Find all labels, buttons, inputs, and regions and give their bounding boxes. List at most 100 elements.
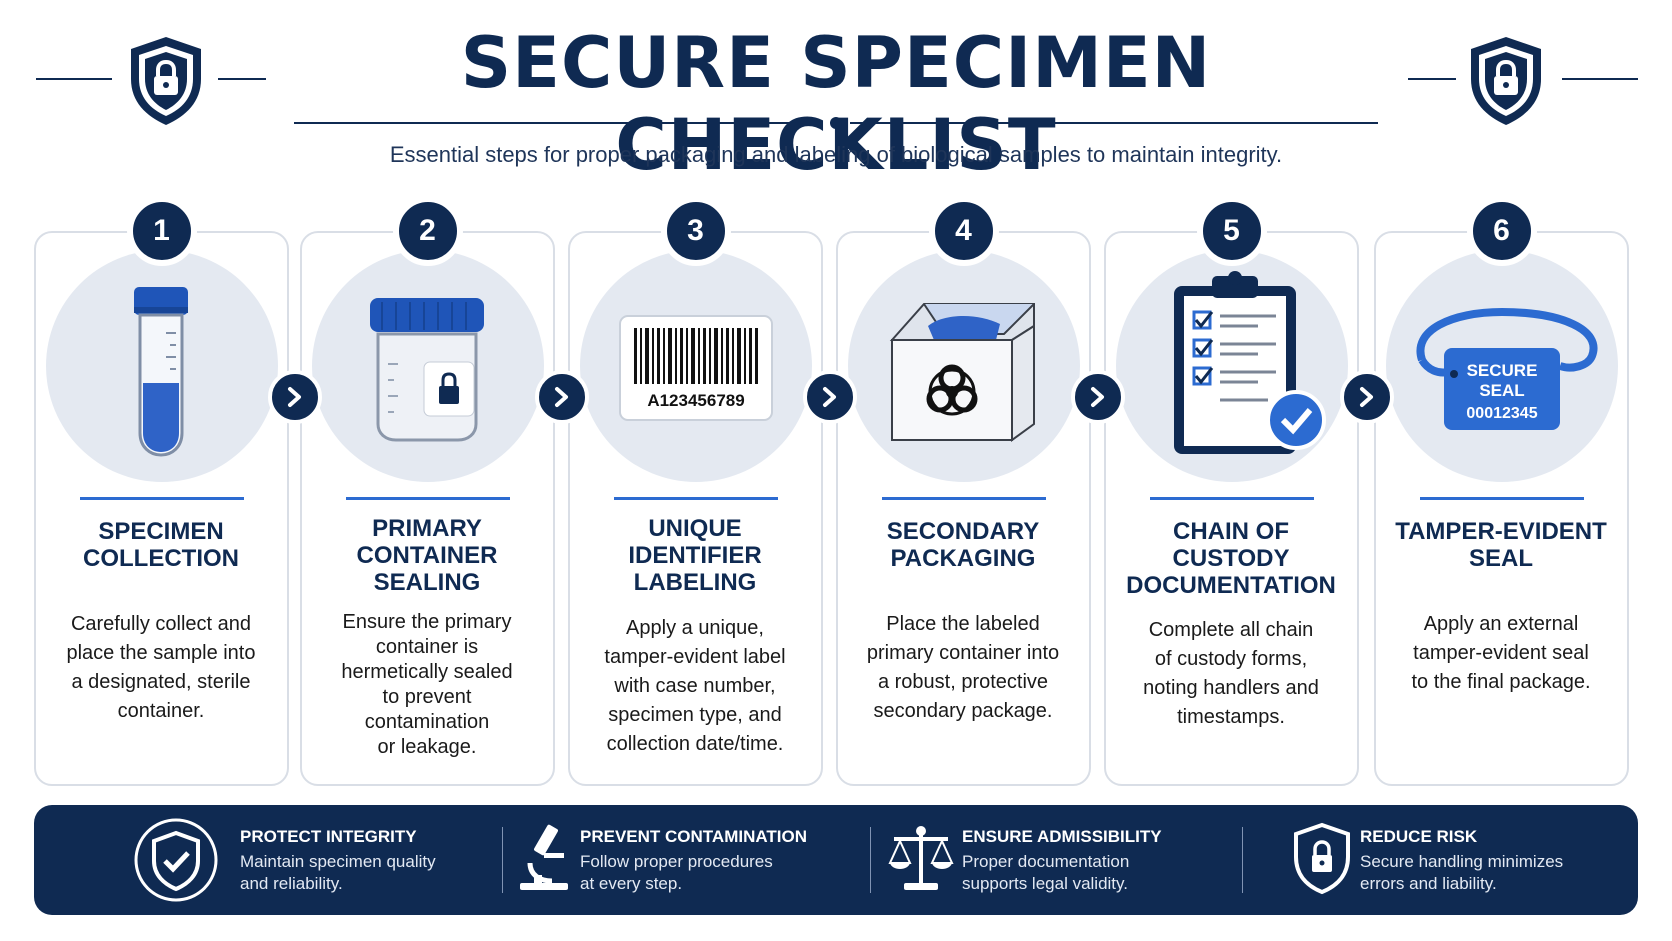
step-divider (881, 497, 1046, 500)
step-divider (345, 497, 510, 500)
banner-separator (502, 827, 503, 893)
page-subtitle: Essential steps for proper packaging and… (389, 142, 1283, 167)
shield-lock-icon (126, 34, 206, 128)
microscope-icon (514, 823, 574, 895)
seal-text-line-2: SEAL (1479, 381, 1524, 400)
benefit-desc-line: Secure handling minimizes (1360, 852, 1564, 871)
step-divider (613, 497, 778, 500)
chevron-right-icon (554, 387, 568, 407)
shield-lock-icon (1292, 821, 1352, 895)
next-step-arrow (534, 370, 589, 424)
step-number-badge: 6 (1466, 196, 1537, 266)
step-title-line: LABELING (633, 569, 757, 596)
benefit-title: REDUCE RISK (1360, 827, 1478, 846)
benefit-desc-line: and reliability. (240, 874, 343, 893)
step-divider (1419, 497, 1584, 500)
step-title-line: SEAL (1468, 545, 1533, 572)
step-title-line: UNIQUE (648, 515, 742, 542)
benefit-desc-line: at every step. (580, 874, 683, 893)
benefit-desc-line: errors and liability. (1360, 874, 1497, 893)
step-divider (79, 497, 244, 500)
clipboard-checklist-icon (1168, 270, 1328, 460)
chevron-right-icon (1090, 387, 1104, 407)
step-description-line: contamination (364, 711, 490, 733)
benefit-desc: Secure handling minimizes errors and lia… (1360, 851, 1620, 895)
step-description-line: with case number, (614, 675, 776, 697)
header-rule-left-outer (36, 78, 112, 80)
step-description-line: place the sample into (66, 642, 256, 664)
step-description-line: noting handlers and (1143, 677, 1319, 699)
next-step-arrow (1070, 370, 1125, 424)
step-description: Complete all chain of custody forms, notin… (1116, 616, 1346, 732)
benefit-desc: Proper documentation supports legal vali… (962, 851, 1222, 895)
benefit-ensure-admissibility: ENSURE ADMISSIBILITY Proper documentatio… (888, 805, 1208, 915)
step-number-badge: 4 (928, 196, 999, 266)
step-description-line: tamper-evident label (604, 646, 786, 668)
step-description-line: collection date/time. (606, 733, 784, 755)
step-description-line: hermetically sealed (341, 661, 513, 683)
biohazard-box-icon (884, 296, 1044, 446)
title-underline-dot (830, 117, 842, 129)
banner-separator (1242, 827, 1243, 893)
step-title-line: DOCUMENTATION (1126, 572, 1336, 599)
step-description-line: or leakage. (377, 736, 477, 758)
step-title-line: SECONDARY (886, 518, 1040, 545)
step-title-line: PRIMARY (372, 515, 482, 542)
step-number-badge: 2 (392, 196, 463, 266)
step-title-line: COLLECTION (83, 545, 239, 572)
scales-icon (888, 823, 954, 895)
step-description-line: of custody forms, (1154, 648, 1308, 670)
benefits-banner: PROTECT INTEGRITY Maintain specimen qual… (34, 805, 1638, 915)
barcode-text: A123456789 (647, 391, 744, 410)
step-description-line: container is (375, 636, 479, 658)
benefit-prevent-contamination: PREVENT CONTAMINATION Follow proper proc… (514, 805, 844, 915)
step-title-line: CONTAINER (356, 542, 498, 569)
step-description-line: Carefully collect and (70, 613, 252, 635)
seal-text-line-3: 00012345 (1466, 405, 1537, 422)
chevron-right-icon (287, 387, 301, 407)
title-underline-right (850, 122, 1378, 124)
step-description-line: container. (117, 700, 205, 722)
page-title: SECURE SPECIMEN CHECKLIST (460, 22, 1212, 186)
step-description-line: tamper-evident seal (1413, 642, 1589, 664)
benefit-desc-line: supports legal validity. (962, 874, 1128, 893)
seal-text-line-1: SECURE (1467, 361, 1538, 380)
step-number-badge: 5 (1196, 196, 1267, 266)
benefit-desc-line: Proper documentation (962, 852, 1130, 871)
title-underline-left (294, 122, 822, 124)
step-description-line: Complete all chain (1148, 619, 1314, 641)
step-description-line: timestamps. (1177, 706, 1285, 728)
step-description: Apply a unique, tamper-evident label with … (580, 614, 810, 759)
benefit-reduce-risk: REDUCE RISK Secure handling minimizes er… (1292, 805, 1612, 915)
step-title-line: CHAIN OF (1173, 518, 1289, 545)
benefit-title: ENSURE ADMISSIBILITY (962, 827, 1162, 846)
step-description-line: secondary package. (873, 700, 1053, 722)
step-title-line: PACKAGING (890, 545, 1036, 572)
benefit-desc: Follow proper procedures at every step. (580, 851, 840, 895)
test-tube-icon (126, 283, 196, 463)
step-title-line: TAMPER-EVIDENT (1395, 518, 1607, 545)
step-description-line: Place the labeled (886, 613, 1040, 635)
step-description-line: Apply a unique, (626, 617, 764, 639)
step-number-badge: 1 (126, 196, 197, 266)
banner-separator (870, 827, 871, 893)
chevron-right-icon (822, 387, 836, 407)
step-title-line: SPECIMEN (98, 518, 224, 545)
step-description-line: to prevent (382, 686, 472, 708)
step-number-badge: 3 (660, 196, 731, 266)
barcode-label-icon: A123456789 (618, 314, 774, 422)
step-description-line: a designated, sterile (71, 671, 251, 693)
security-seal-icon: SECURE SEAL 00012345 (1392, 300, 1612, 440)
shield-lock-icon (1466, 34, 1546, 128)
next-step-arrow (1339, 370, 1394, 424)
next-step-arrow (802, 370, 857, 424)
benefit-title: PROTECT INTEGRITY (240, 827, 417, 846)
shield-check-icon (134, 815, 218, 905)
